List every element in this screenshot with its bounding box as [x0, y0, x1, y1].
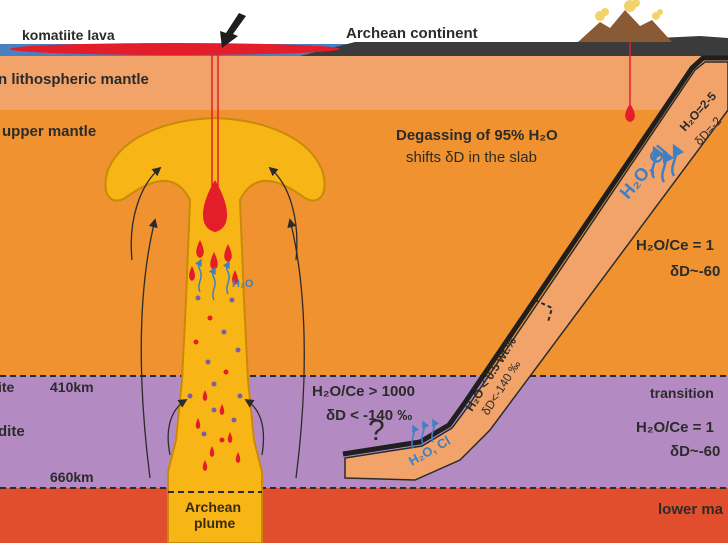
right-dd-lower-label: δD~-60	[670, 443, 720, 460]
mid-h2oce-label: H₂O/Ce > 1000	[312, 383, 415, 400]
plume-h2o-label: H₂O	[232, 278, 254, 290]
slab-dehydration-front	[534, 299, 554, 323]
convection-arrow-outer-left	[140, 218, 158, 479]
depth-660-label: 660km	[50, 469, 94, 485]
degassing-title: Degassing of 95% H₂O	[396, 127, 558, 144]
degassing-subtitle: shifts δD in the slab	[406, 149, 537, 166]
left-ite-label: ite	[0, 379, 15, 395]
plume-label-line1: Archean	[185, 499, 241, 515]
upper-mantle-label: upper mantle	[2, 123, 96, 140]
plume-melt-drop	[202, 180, 228, 232]
entrainment-arrow-left	[167, 399, 188, 456]
convection-arrow-head-left	[130, 166, 162, 261]
depth-410-label: 410km	[50, 379, 94, 395]
volcano-icon	[578, 0, 672, 42]
slab-fluid-arrows-upper	[651, 143, 685, 183]
slab-top-surface	[342, 55, 728, 457]
magma-droplet-volcano	[625, 104, 635, 122]
komatiite-lava-flow	[10, 43, 340, 55]
slab-fluid-arrows-lower	[411, 418, 440, 449]
lower-mantle-label: lower ma	[658, 501, 724, 518]
plume-melt-droplets	[189, 240, 241, 471]
right-h2oce-upper-label: H₂O/Ce = 1	[636, 237, 714, 254]
archean-continent-label: Archean continent	[346, 25, 478, 42]
komatiite-lava-label: komatiite lava	[22, 27, 115, 43]
left-dite-label: dite	[0, 423, 25, 440]
lithospheric-mantle-layer	[0, 55, 728, 110]
plume-water-arrows	[194, 258, 230, 301]
right-dd-upper-label: δD~-60	[670, 263, 720, 280]
convection-arrow-head-right	[268, 166, 298, 261]
archean-plume	[104, 116, 326, 543]
entrainment-arrow-right	[244, 399, 265, 456]
question-mark: ?	[368, 414, 385, 447]
mid-dd-label: δD < -140 ‰	[326, 407, 412, 424]
right-h2oce-lower-label: H₂O/Ce = 1	[636, 419, 714, 436]
lower-mantle-layer	[0, 488, 728, 543]
plume-volatile-dots	[187, 295, 243, 443]
subducting-slab	[344, 61, 728, 481]
arrow-down-left-icon	[220, 13, 246, 48]
lithospheric-mantle-label: n lithospheric mantle	[0, 71, 149, 88]
plume-label-line2: plume	[194, 515, 235, 531]
transition-label: transition	[650, 385, 714, 401]
